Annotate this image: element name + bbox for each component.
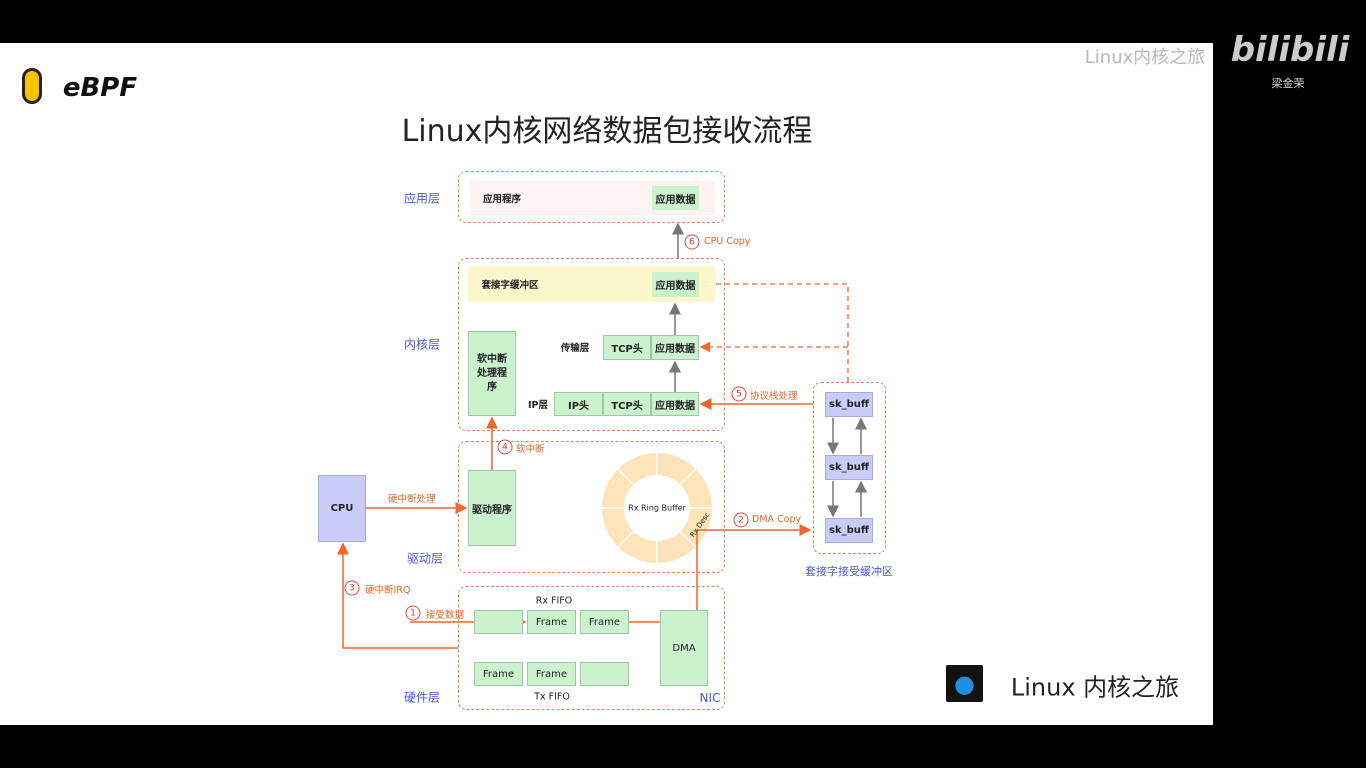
socket-buffer-label: 套接字缓冲区 [481, 280, 539, 291]
uploader-name: 梁金荣 [1271, 77, 1305, 90]
step-1-badge: 1 [405, 605, 421, 621]
layer-label-app: 应用层 [403, 191, 441, 206]
hard-irq-arrow [337, 542, 458, 649]
ip-header: IP头 [554, 392, 603, 416]
cpu-box: CPU [318, 475, 366, 542]
rx-fifo-slot-empty [474, 610, 523, 634]
slide-title: Linux内核网络数据包接收流程 [401, 114, 813, 149]
layer-label-driver: 驱动层 [406, 551, 444, 566]
step-4-label: 软中断 [516, 444, 545, 455]
step-5-label: 协议栈处理 [750, 391, 798, 402]
app-data: 应用数据 [652, 186, 699, 210]
step-1-label: 接受数据 [426, 610, 465, 621]
footer-brand: Linux 内核之旅 [1010, 673, 1180, 702]
ip-app-data: 应用数据 [651, 392, 699, 416]
socket-receive-buffer-label: 套接字接受缓冲区 [805, 565, 893, 578]
step-2-badge: 2 [733, 512, 749, 528]
rx-fifo-label: Rx FIFO [535, 595, 573, 607]
bee-icon [22, 68, 42, 104]
step-4-badge: 4 [497, 439, 513, 455]
step-5-badge: 5 [731, 386, 747, 402]
bilibili-logo: bilibili [1230, 30, 1350, 70]
ip-tcp-header: TCP头 [603, 392, 651, 416]
app-layer-box [458, 171, 725, 223]
app-program-label: 应用程序 [482, 194, 522, 205]
kernel-layer-box [458, 258, 725, 431]
ring-buffer-label: Rx Ring Buffer [628, 503, 686, 513]
sk-buff: sk_buff [825, 392, 873, 417]
dma-box: DMA [660, 610, 708, 686]
layer-label-hardware: 硬件层 [403, 690, 441, 705]
ip-layer-label: IP层 [528, 400, 548, 411]
ebpf-logo: eBPF [62, 73, 138, 103]
layer-label-kernel: 内核层 [403, 337, 441, 352]
sk-buff: sk_buff [825, 518, 873, 543]
transport-tcp-header: TCP头 [603, 335, 651, 360]
transport-app-data: 应用数据 [651, 335, 699, 360]
socket-receive-buffer-box [813, 382, 886, 554]
softirq-handler: 软中断处理程序 [468, 331, 516, 416]
step-6-label: CPU Copy [704, 236, 751, 247]
tx-fifo-slot-empty [580, 662, 629, 686]
driver-program: 驱动程序 [468, 470, 516, 546]
tx-frame: Frame [527, 662, 576, 686]
ring-dividers [602, 453, 712, 563]
sk-buff: sk_buff [825, 455, 873, 480]
hardware-layer-box [458, 586, 725, 710]
tx-fifo-label: Tx FIFO [534, 691, 570, 703]
socket-app-data: 应用数据 [652, 272, 699, 297]
rx-frame: Frame [527, 610, 576, 634]
transport-layer-label: 传输层 [560, 343, 590, 354]
hard-irq-handling-label: 硬中断处理 [388, 494, 436, 505]
step-3-label: 硬中断IRQ [365, 585, 411, 596]
nic-label: NIC [699, 691, 721, 705]
channel-watermark: Linux内核之旅 [1084, 47, 1206, 68]
step-2-label: DMA Copy [752, 514, 802, 525]
tux-penguin-icon: ● [946, 665, 983, 702]
connectors [337, 222, 867, 649]
driver-layer-box [458, 441, 725, 573]
step-3-badge: 3 [344, 580, 360, 596]
tx-frame: Frame [474, 662, 523, 686]
rx-frame: Frame [580, 610, 629, 634]
step-6-badge: 6 [684, 234, 700, 250]
